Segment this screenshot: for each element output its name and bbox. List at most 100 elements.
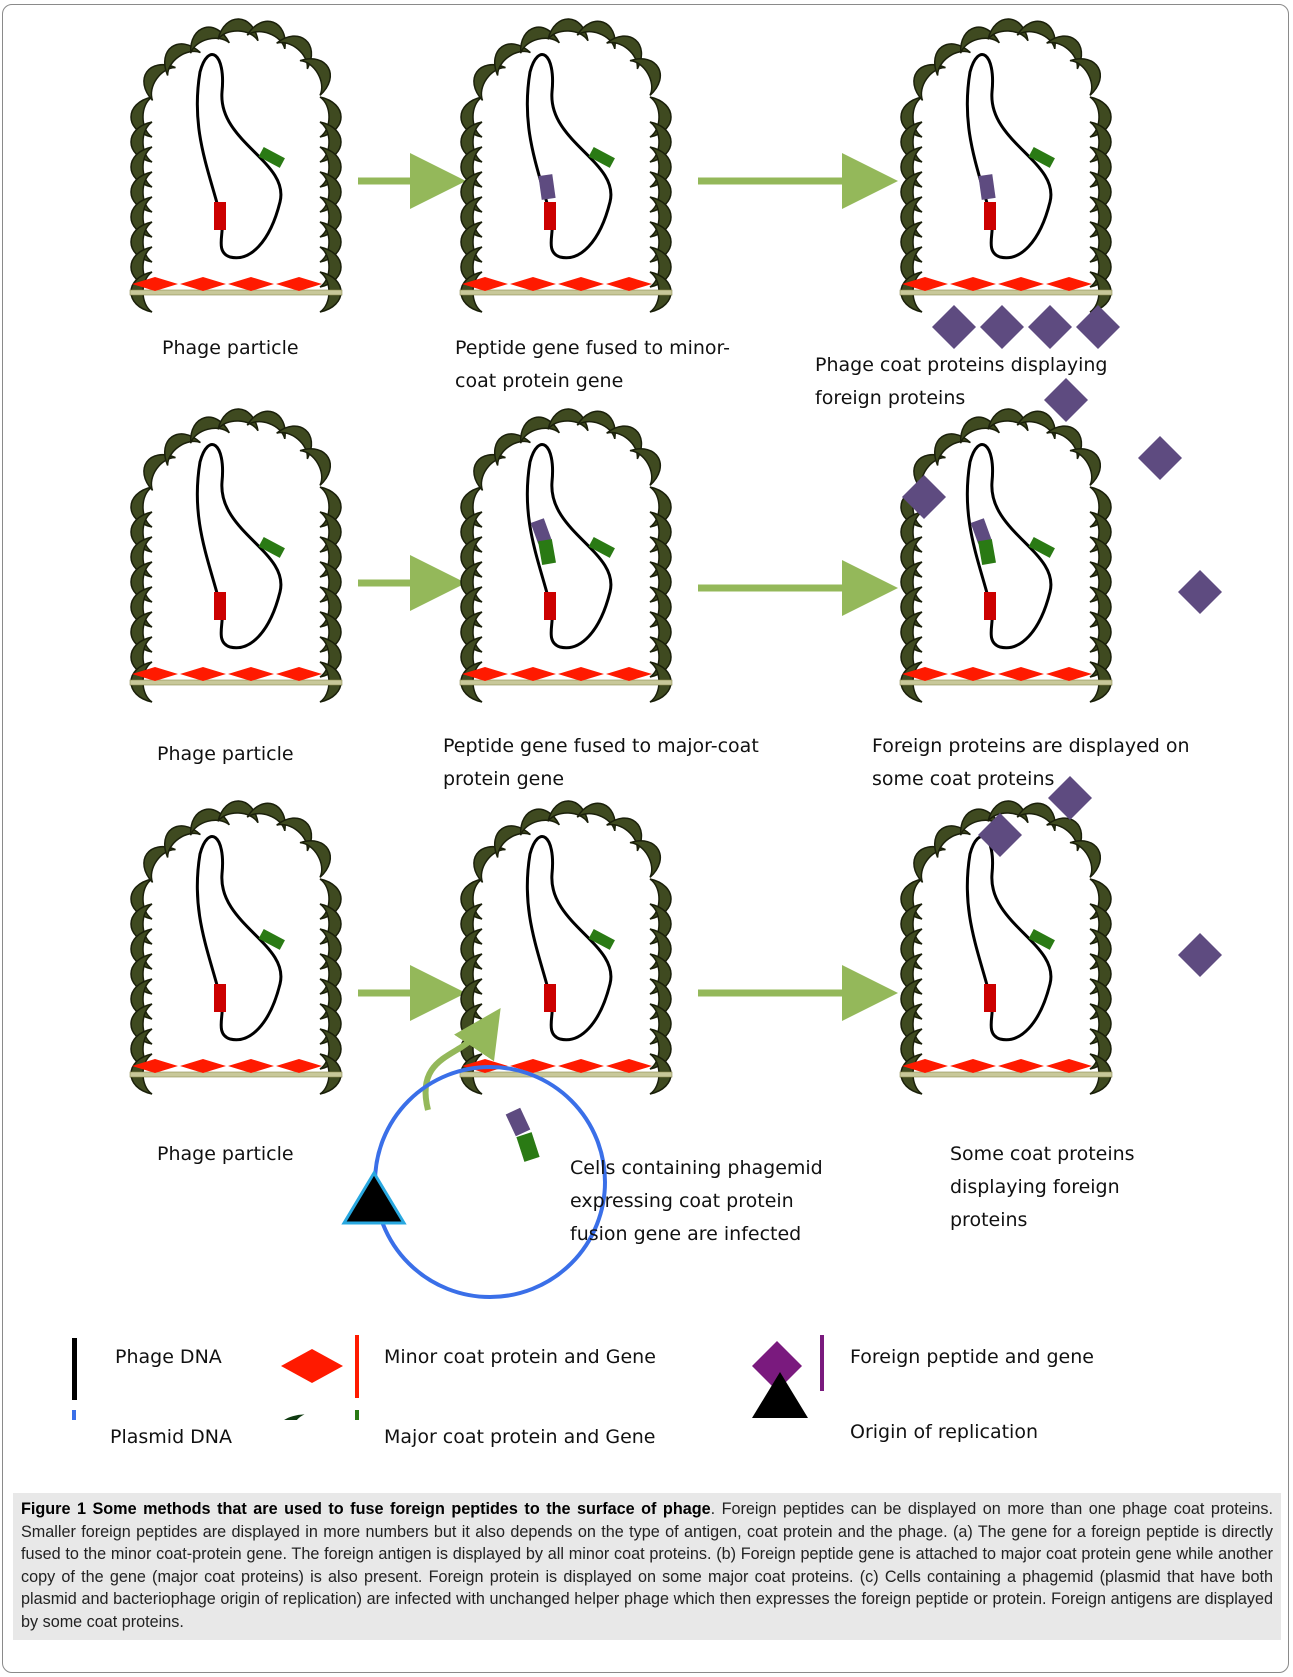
legend-major-coat-crescent [272, 1414, 305, 1420]
major-coat-gene [1028, 928, 1055, 950]
major-coat-protein [299, 448, 331, 486]
label-minor-fusion: Peptide gene fused to minor- coat protei… [455, 337, 731, 392]
major-coat-protein [130, 536, 153, 578]
minor-coat-protein [606, 277, 652, 291]
minor-coat-protein [558, 667, 604, 681]
major-coat-gene-copy [538, 538, 556, 566]
legend-origin: Origin of replication [850, 1421, 1039, 1443]
major-coat-protein [987, 408, 1029, 432]
major-coat-protein [130, 903, 153, 945]
legend-foreign-gene-line [820, 1335, 824, 1391]
minor-coat-protein [998, 277, 1044, 291]
major-coat-protein [276, 817, 313, 852]
caption-body: . Foreign peptides can be displayed on m… [21, 1500, 1273, 1631]
minor-coat-protein [276, 1059, 322, 1073]
phage-dna-loop [525, 53, 613, 260]
major-coat-protein [299, 840, 331, 878]
major-coat-protein [1069, 448, 1101, 486]
major-coat-protein [246, 410, 286, 440]
major-coat-protein [1046, 35, 1083, 70]
major-coat-protein [900, 196, 923, 238]
major-coat-protein [460, 171, 483, 213]
major-coat-protein [933, 825, 971, 858]
phage-particle [459, 18, 673, 313]
major-coat-protein [217, 18, 259, 42]
foreign-peptide [1178, 933, 1222, 977]
minor-coat-gene [214, 984, 226, 1012]
minor-coat-protein [558, 277, 604, 291]
major-coat-protein [143, 63, 176, 101]
major-coat-protein [900, 96, 923, 138]
label-phage-particle-a: Phage particle [162, 337, 299, 359]
major-coat-protein [629, 840, 661, 878]
figure-caption: Figure 1 Some methods that are used to f… [13, 1493, 1281, 1640]
base-plate [129, 679, 343, 686]
major-coat-protein [163, 43, 201, 76]
minor-coat-protein [462, 277, 508, 291]
major-coat-protein [933, 43, 971, 76]
minor-coat-protein [228, 667, 274, 681]
minor-coat-protein [276, 667, 322, 681]
phage-dna-loop [525, 835, 613, 1042]
major-coat-protein [130, 1003, 153, 1045]
major-coat-protein [913, 845, 946, 883]
major-coat-protein [900, 1003, 923, 1045]
phage-dna-loop [195, 835, 283, 1042]
minor-coat-gene [544, 984, 556, 1012]
minor-coat-protein [950, 667, 996, 681]
major-coat-gene-copy [978, 538, 996, 566]
major-coat-gene [258, 536, 285, 558]
caption-title: Figure 1 Some methods that are used to f… [21, 1500, 711, 1518]
label-some-display: Some coat proteins displaying foreign pr… [950, 1143, 1135, 1231]
major-coat-protein [900, 536, 923, 578]
minor-coat-gene [214, 202, 226, 230]
major-coat-protein [900, 146, 923, 188]
phage-display-diagram [72, 18, 1222, 1420]
major-coat-gene [1028, 146, 1055, 168]
major-coat-gene [1028, 536, 1055, 558]
base-plate [459, 289, 673, 296]
minor-coat-protein [950, 1059, 996, 1073]
major-coat-protein [1016, 802, 1056, 832]
major-coat-protein [130, 171, 153, 213]
foreign-gene [970, 518, 992, 544]
major-coat-protein [473, 63, 506, 101]
foreign-peptide [978, 813, 1022, 857]
major-coat-protein [1046, 817, 1083, 852]
major-coat-protein [130, 221, 153, 263]
major-coat-protein [460, 953, 483, 995]
minor-coat-protein [180, 1059, 226, 1073]
phage-dna-loop [965, 443, 1053, 650]
minor-coat-protein [606, 667, 652, 681]
legend-phage-dna-line [72, 1338, 77, 1400]
minor-coat-gene [984, 202, 996, 230]
major-coat-protein [130, 561, 153, 603]
phage-dna-loop [525, 443, 613, 650]
label-major-fusion: Peptide gene fused to major-coat protein… [443, 735, 759, 790]
major-coat-protein [217, 408, 259, 432]
major-coat-protein [933, 433, 971, 466]
minor-coat-protein [228, 277, 274, 291]
foreign-peptide [1044, 378, 1088, 422]
major-coat-protein [143, 845, 176, 883]
major-coat-gene [588, 146, 615, 168]
minor-coat-protein [180, 277, 226, 291]
major-coat-protein [493, 825, 531, 858]
legend-plasmid-dna: Plasmid DNA [110, 1426, 233, 1448]
major-coat-protein [1069, 840, 1101, 878]
major-coat-protein [1069, 58, 1101, 96]
major-coat-protein [130, 486, 153, 528]
major-coat-protein [460, 121, 483, 163]
minor-coat-protein [510, 667, 556, 681]
label-display-all: Phage coat proteins displaying foreign p… [815, 354, 1108, 409]
major-coat-protein [473, 453, 506, 491]
major-coat-protein [163, 825, 201, 858]
major-coat-protein [987, 800, 1029, 824]
foreign-peptide [1048, 776, 1092, 820]
figure-frame [2, 4, 1289, 1673]
foreign-peptide [1076, 305, 1120, 349]
major-coat-protein [130, 928, 153, 970]
major-coat-protein [460, 196, 483, 238]
phage-dna-loop [965, 835, 1053, 1042]
foreign-peptide [1028, 305, 1072, 349]
